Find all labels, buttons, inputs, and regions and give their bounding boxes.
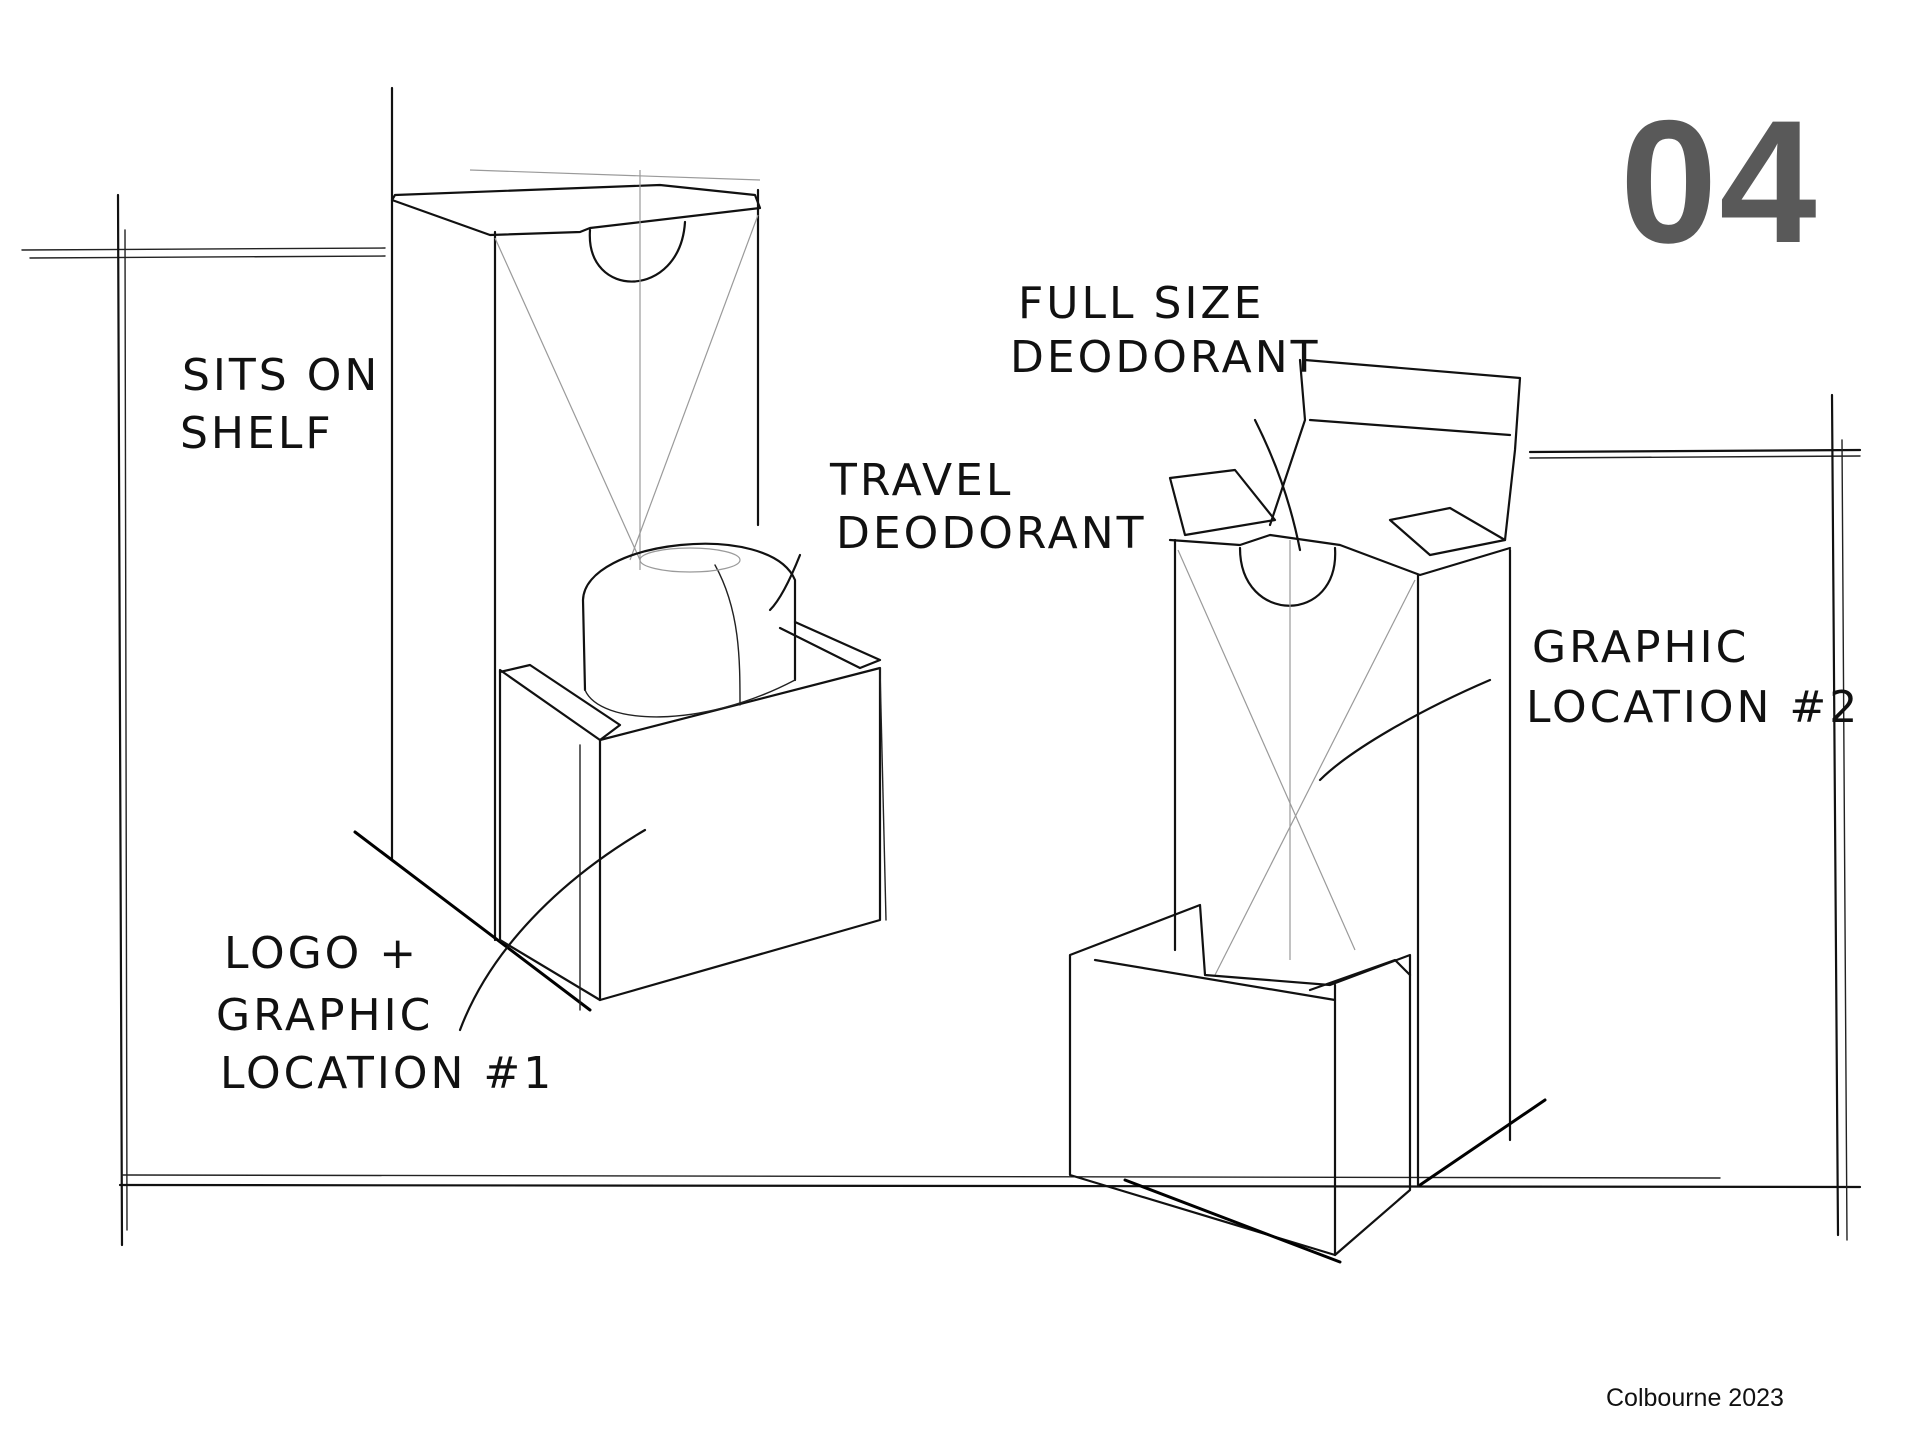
right-lower-box bbox=[1068, 903, 1412, 1264]
annotation-logo-graphic-line3: LOCATION #1 bbox=[220, 1048, 554, 1099]
annotation-logo-graphic-line1: LOGO + bbox=[224, 928, 419, 979]
page-number: 04 bbox=[1620, 85, 1819, 280]
right-tall-box bbox=[1168, 358, 1547, 1187]
left-lower-box bbox=[498, 620, 887, 1011]
left-tall-box bbox=[353, 86, 762, 1012]
annotation-graphic-location-2-line1: GRAPHIC bbox=[1532, 622, 1749, 673]
annotation-sits-on-shelf-line1: SITS ON bbox=[182, 350, 380, 401]
annotation-sits-on-shelf-line2: SHELF bbox=[180, 408, 334, 459]
travel-deodorant-shape bbox=[581, 542, 797, 718]
annotation-full-size-deodorant-line1: FULL SIZE bbox=[1018, 278, 1264, 329]
annotation-graphic-location-2-line2: LOCATION #2 bbox=[1526, 682, 1860, 733]
shelf-frame bbox=[21, 193, 1862, 1247]
annotation-logo-graphic-line2: GRAPHIC bbox=[216, 990, 433, 1041]
credit-text: Colbourne 2023 bbox=[1606, 1384, 1784, 1412]
annotation-travel-deodorant-line1: TRAVEL bbox=[829, 455, 1013, 506]
leader-lines bbox=[458, 418, 1492, 1032]
annotation-full-size-deodorant-line2: DEODORANT bbox=[1010, 332, 1321, 383]
annotation-travel-deodorant-line2: DEODORANT bbox=[836, 508, 1147, 559]
